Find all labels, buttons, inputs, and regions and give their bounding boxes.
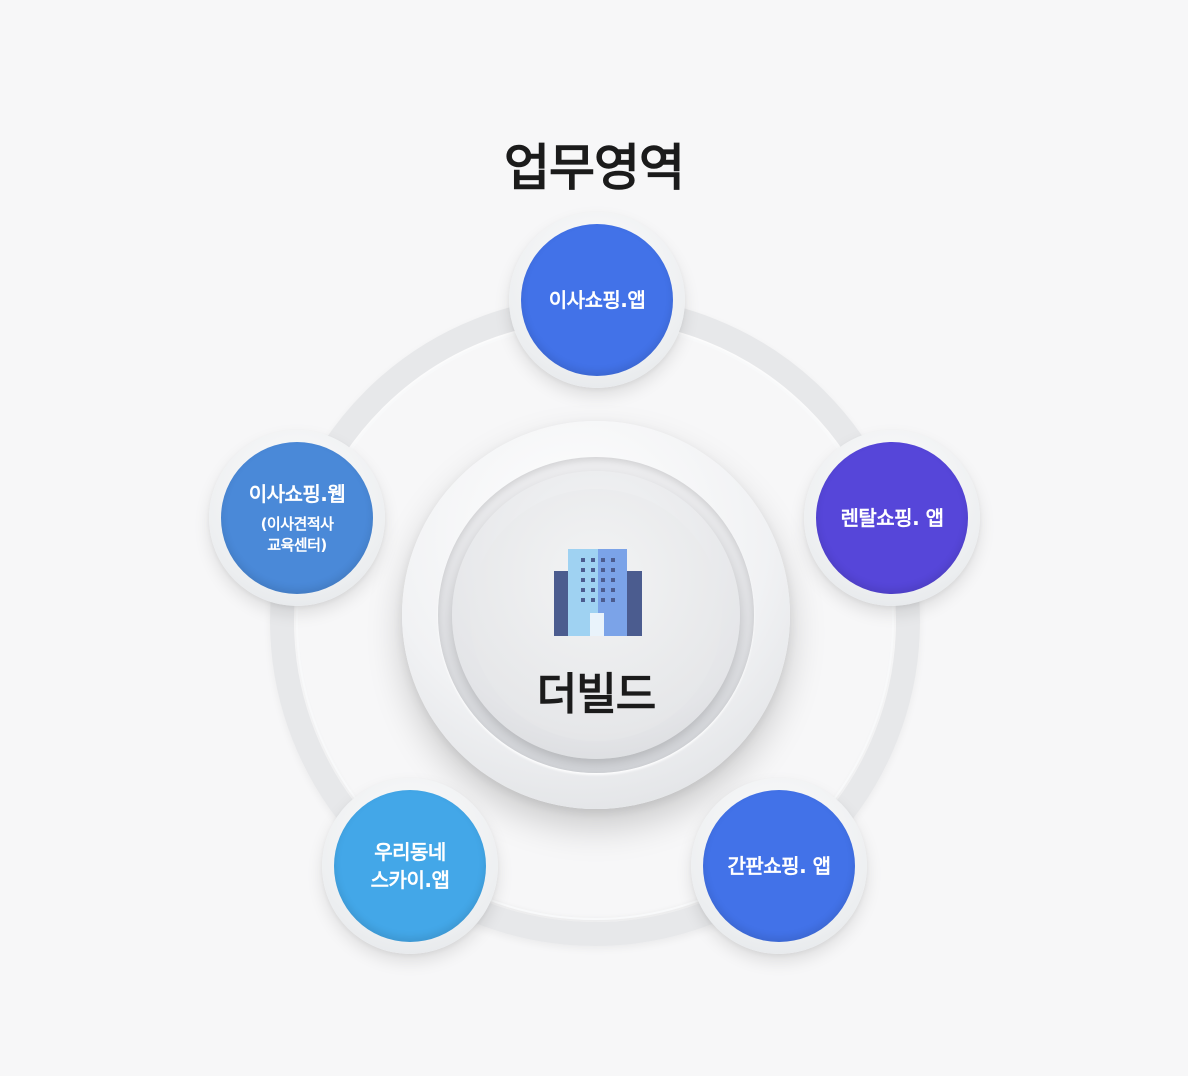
node-disc: 렌탈쇼핑. 앱 bbox=[816, 442, 968, 594]
node-label: 렌탈쇼핑. 앱 bbox=[840, 506, 944, 530]
node-label: 이사쇼핑.앱 bbox=[548, 288, 646, 312]
building-icon bbox=[554, 549, 642, 636]
hub-label: 더빌드 bbox=[536, 669, 656, 720]
node-label: 이사쇼핑.웹 bbox=[248, 482, 346, 506]
page-title: 업무영역 bbox=[504, 139, 685, 197]
node-label: 간판쇼핑. 앱 bbox=[727, 854, 831, 878]
node-bottom-right[interactable]: 간판쇼핑. 앱 bbox=[691, 778, 867, 954]
node-right[interactable]: 렌탈쇼핑. 앱 bbox=[804, 430, 980, 606]
node-disc: 간판쇼핑. 앱 bbox=[703, 790, 855, 942]
node-top[interactable]: 이사쇼핑.앱 bbox=[509, 212, 685, 388]
node-disc: 이사쇼핑.앱 bbox=[521, 224, 673, 376]
